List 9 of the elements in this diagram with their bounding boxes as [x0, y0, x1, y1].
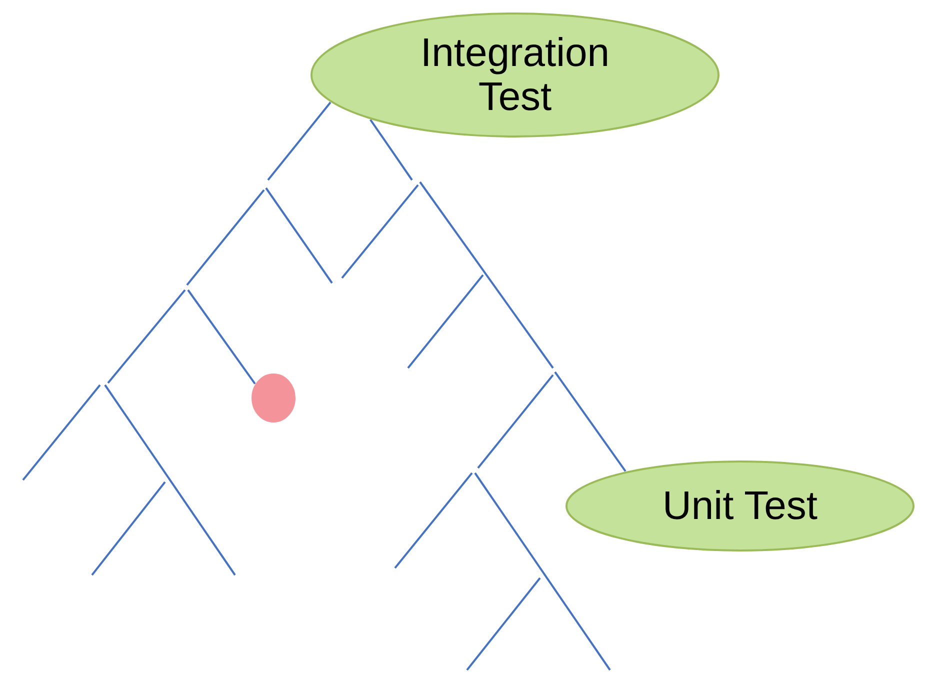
node-label: Integration Test: [419, 31, 611, 119]
branch-line: [187, 289, 256, 384]
branch-line: [554, 371, 626, 472]
ellipse-node: [565, 460, 915, 552]
branch-line: [370, 119, 413, 181]
ellipse-node: [310, 12, 720, 138]
circle-node: [251, 373, 296, 423]
branch-line: [267, 102, 332, 181]
node-label: Unit Test: [662, 484, 818, 528]
